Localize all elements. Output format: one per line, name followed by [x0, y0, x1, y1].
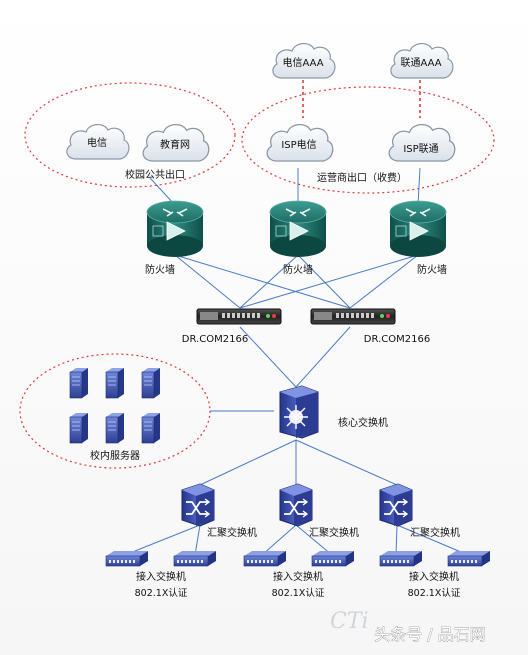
- agg-switch-3-label: 汇聚交换机: [410, 526, 460, 539]
- access-switch-1-label: 接入交换机: [136, 570, 186, 583]
- server-icon: [105, 367, 125, 399]
- watermark-text: 头条号 / 品石网: [374, 625, 486, 644]
- unicom-aaa-label: 联通AAA: [400, 57, 441, 69]
- core-switch-icon: [279, 385, 319, 439]
- auth-2-label: 802.1X认证: [272, 587, 325, 599]
- access-switch-icon: [447, 550, 491, 567]
- access-switch-icon: [243, 550, 287, 567]
- agg-switch-3-icon: [379, 483, 413, 527]
- campus-exit-zone: [24, 82, 236, 188]
- agg-switch-1-icon: [181, 483, 215, 527]
- core-switch-label: 核心交换机: [338, 416, 388, 429]
- campus-exit-label: 校园公共出口: [125, 168, 185, 181]
- server-icon: [69, 367, 89, 399]
- access-switch-icon: [105, 550, 149, 567]
- operator-exit-zone: [241, 86, 495, 194]
- drcom-2-label: DR.COM2166: [364, 334, 430, 345]
- links: [124, 167, 469, 556]
- firewall-2-label: 防火墙: [283, 263, 313, 276]
- firewall-3-label: 防火墙: [417, 263, 447, 276]
- drcom-1-label: DR.COM2166: [182, 334, 248, 345]
- drcom-1-device: [196, 308, 282, 325]
- server-group: [69, 367, 161, 444]
- server-icon: [141, 367, 161, 399]
- firewall-1-icon: [146, 200, 204, 258]
- access-switch-icon: [311, 550, 355, 567]
- firewall-3-icon: [389, 200, 447, 258]
- auth-1-label: 802.1X认证: [135, 587, 188, 599]
- auth-3-label: 802.1X认证: [408, 587, 461, 599]
- telecom-label: 电信: [87, 136, 107, 149]
- isp-unicom-label: ISP联通: [403, 143, 438, 155]
- drcom-2-device: [310, 308, 396, 325]
- isp-unicom-cloud: [388, 123, 456, 162]
- agg-switch-1-label: 汇聚交换机: [207, 526, 257, 539]
- cti-logo-watermark: CTi: [330, 609, 369, 634]
- firewall-1-label: 防火墙: [145, 263, 175, 276]
- agg-switch-2-label: 汇聚交换机: [309, 526, 359, 539]
- server-icon: [69, 412, 89, 444]
- firewall-2-icon: [269, 200, 327, 258]
- access-switch-2-label: 接入交换机: [273, 570, 323, 583]
- edu-net-label: 教育网: [160, 138, 190, 151]
- svg-text:CTi: CTi: [330, 609, 369, 634]
- access-switch-icon: [173, 550, 217, 567]
- access-switch-icon: [379, 550, 423, 567]
- telecom-aaa-label: 电信AAA: [282, 56, 323, 69]
- agg-switch-2-icon: [279, 483, 313, 527]
- servers-label: 校内服务器: [90, 449, 140, 462]
- server-icon: [105, 412, 125, 444]
- server-icon: [141, 412, 161, 444]
- isp-telecom-label: ISP电信: [281, 138, 316, 151]
- access-switch-3-label: 接入交换机: [409, 570, 459, 583]
- operator-exit-label: 运营商出口（收费）: [317, 171, 407, 184]
